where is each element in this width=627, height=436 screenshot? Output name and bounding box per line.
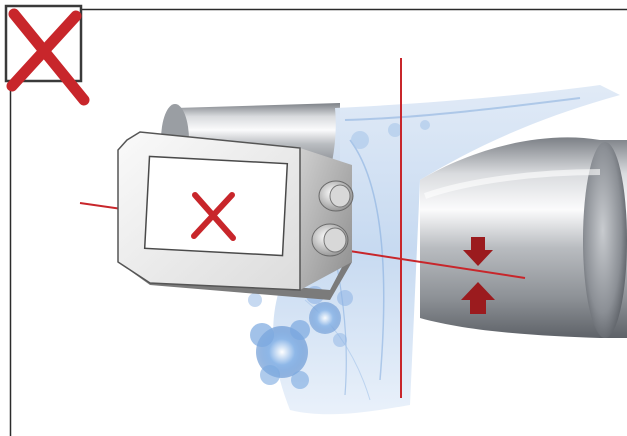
roller-front xyxy=(420,137,627,338)
incorrect-mark-corner xyxy=(6,6,84,100)
sensor-device xyxy=(118,132,353,300)
connector-top xyxy=(319,181,353,211)
connector-bottom xyxy=(312,224,348,256)
